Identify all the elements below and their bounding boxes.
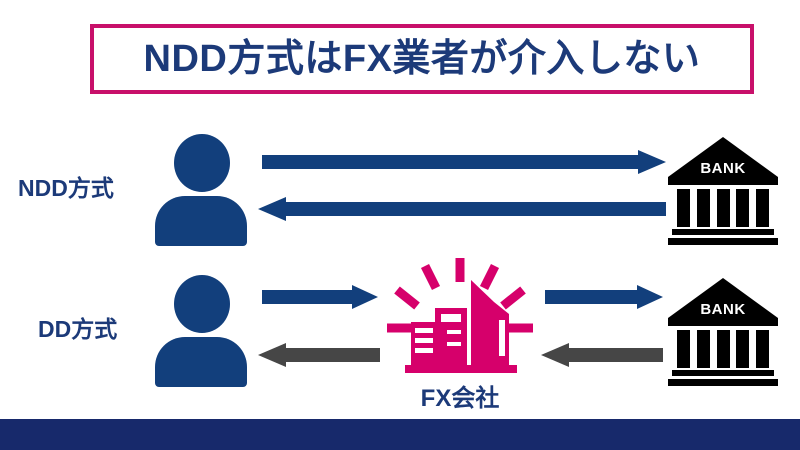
arrow-shaft (284, 202, 666, 216)
arrow-shaft (567, 348, 663, 362)
bank-column (677, 330, 690, 368)
bank-column (716, 189, 730, 227)
arrow-head-left-icon (541, 343, 569, 367)
bank-roof-icon (668, 278, 778, 326)
person-icon (155, 134, 247, 246)
bank-column (716, 330, 730, 368)
ndd-outbound-arrow (262, 150, 666, 174)
bank-base-lower (668, 379, 778, 386)
bank-base-upper (672, 370, 774, 376)
dd-bank-to-fx-arrow (541, 343, 663, 367)
fx-company-group: FX会社 (375, 256, 545, 416)
fx-company-icon (387, 258, 533, 373)
bank-roof-icon (668, 137, 778, 185)
dd-fx-to-bank-arrow (545, 285, 663, 309)
bank-column (677, 189, 690, 227)
arrow-head-right-icon (638, 150, 666, 174)
bottom-bar (0, 419, 800, 450)
arrow-head-left-icon (258, 343, 286, 367)
row-label-ndd: NDD方式 (18, 175, 114, 201)
bank-base-lower (668, 238, 778, 245)
bank-column (736, 330, 750, 368)
arrow-shaft (262, 155, 642, 169)
arrow-shaft (262, 290, 354, 304)
row-label-dd: DD方式 (38, 316, 118, 342)
arrow-shaft (284, 348, 380, 362)
bank-label: BANK (700, 160, 746, 177)
bank-column (696, 189, 710, 227)
person-body-icon (155, 196, 247, 246)
arrow-head-right-icon (637, 285, 663, 309)
fx-building-icon (405, 280, 517, 373)
person-head-icon (174, 134, 230, 192)
bank-columns (677, 189, 769, 227)
bank-icon: BANK (668, 137, 778, 245)
fx-rays-icon (387, 258, 533, 333)
arrow-head-left-icon (258, 197, 286, 221)
fx-company-label: FX会社 (420, 385, 500, 412)
ndd-inbound-arrow (258, 197, 666, 221)
title-box: NDD方式はFX業者が介入しない (90, 24, 754, 94)
bank-label: BANK (700, 301, 746, 318)
arrow-shaft (545, 290, 639, 304)
bank-base-upper (672, 229, 774, 235)
dd-fx-to-person-arrow (258, 343, 380, 367)
person-head-icon (174, 275, 230, 333)
dd-person-to-fx-arrow (262, 285, 378, 309)
bank-columns (677, 330, 769, 368)
page-title: NDD方式はFX業者が介入しない (143, 38, 701, 80)
bank-icon: BANK (668, 278, 778, 386)
bank-column (736, 189, 750, 227)
bank-column (756, 189, 769, 227)
person-body-icon (155, 337, 247, 387)
bank-column (756, 330, 769, 368)
arrow-head-right-icon (352, 285, 378, 309)
person-icon (155, 275, 247, 387)
bank-column (696, 330, 710, 368)
